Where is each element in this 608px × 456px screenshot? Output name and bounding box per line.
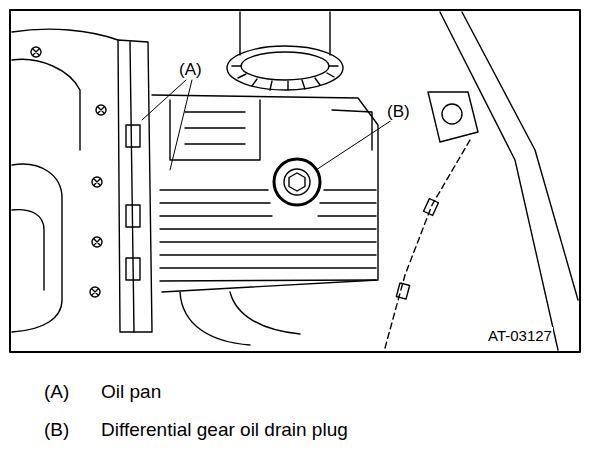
case-edge [12,210,44,290]
cooling-fins [160,190,376,281]
part-name: Oil pan [100,381,162,402]
line-art [90,287,100,297]
line-art [98,107,104,113]
line-art [92,289,98,295]
callout-letter: (B) [386,102,411,121]
bracket [428,92,478,142]
line-art [94,239,100,245]
drain-plug [274,159,320,205]
oil-pan-flange [118,40,152,332]
pan-rib [185,112,245,144]
figure-number: AT-03127 [487,327,553,344]
line-art [31,47,41,57]
figure-number-holder: AT-03127 [487,327,553,345]
legend-letter: (A) [43,381,70,402]
bellows [241,52,329,80]
part-name-holder: Differential gear oil drain plug [100,419,349,441]
callout-letter: (A) [178,60,203,79]
cable-clip [396,283,409,299]
body-panel [462,12,578,300]
legend-letter-holder: (B) [43,419,70,441]
line-art [33,49,39,55]
flange-tab [126,258,140,280]
flange-tab [126,125,140,147]
oil-pan-flange [130,42,134,332]
differential-pan [152,95,378,292]
flange-tab [126,205,140,227]
part-name: Differential gear oil drain plug [100,419,349,440]
part-name-holder: Oil pan [100,381,162,403]
drain-plug-hex [289,173,305,191]
cable-clip [424,199,439,216]
line-art [92,177,102,187]
callout-letter-holder: (A) [178,60,203,80]
line-art [10,10,580,352]
line-art [96,105,106,115]
line-art [94,179,100,185]
leader-line [316,120,392,170]
legend-letter: (B) [43,419,70,440]
drain-plug [284,169,310,195]
pan-rib [170,100,260,160]
bellows [227,46,343,90]
bellows-teeth [232,66,338,90]
leader-line [142,80,192,170]
shaft [180,292,300,345]
bolt [31,47,106,297]
callout-letter-holder: (B) [386,102,411,122]
body-panel [440,12,558,350]
bracket-bolt [442,104,462,124]
cable [385,140,470,348]
line-art [92,237,102,247]
cooling-fins [318,190,376,216]
pan-rib [332,110,372,150]
frame [10,10,580,352]
case-edge [12,164,62,332]
case-edge [12,59,80,150]
legend-letter-holder: (A) [43,381,70,403]
case-edge [12,29,118,40]
pipe [240,12,330,55]
